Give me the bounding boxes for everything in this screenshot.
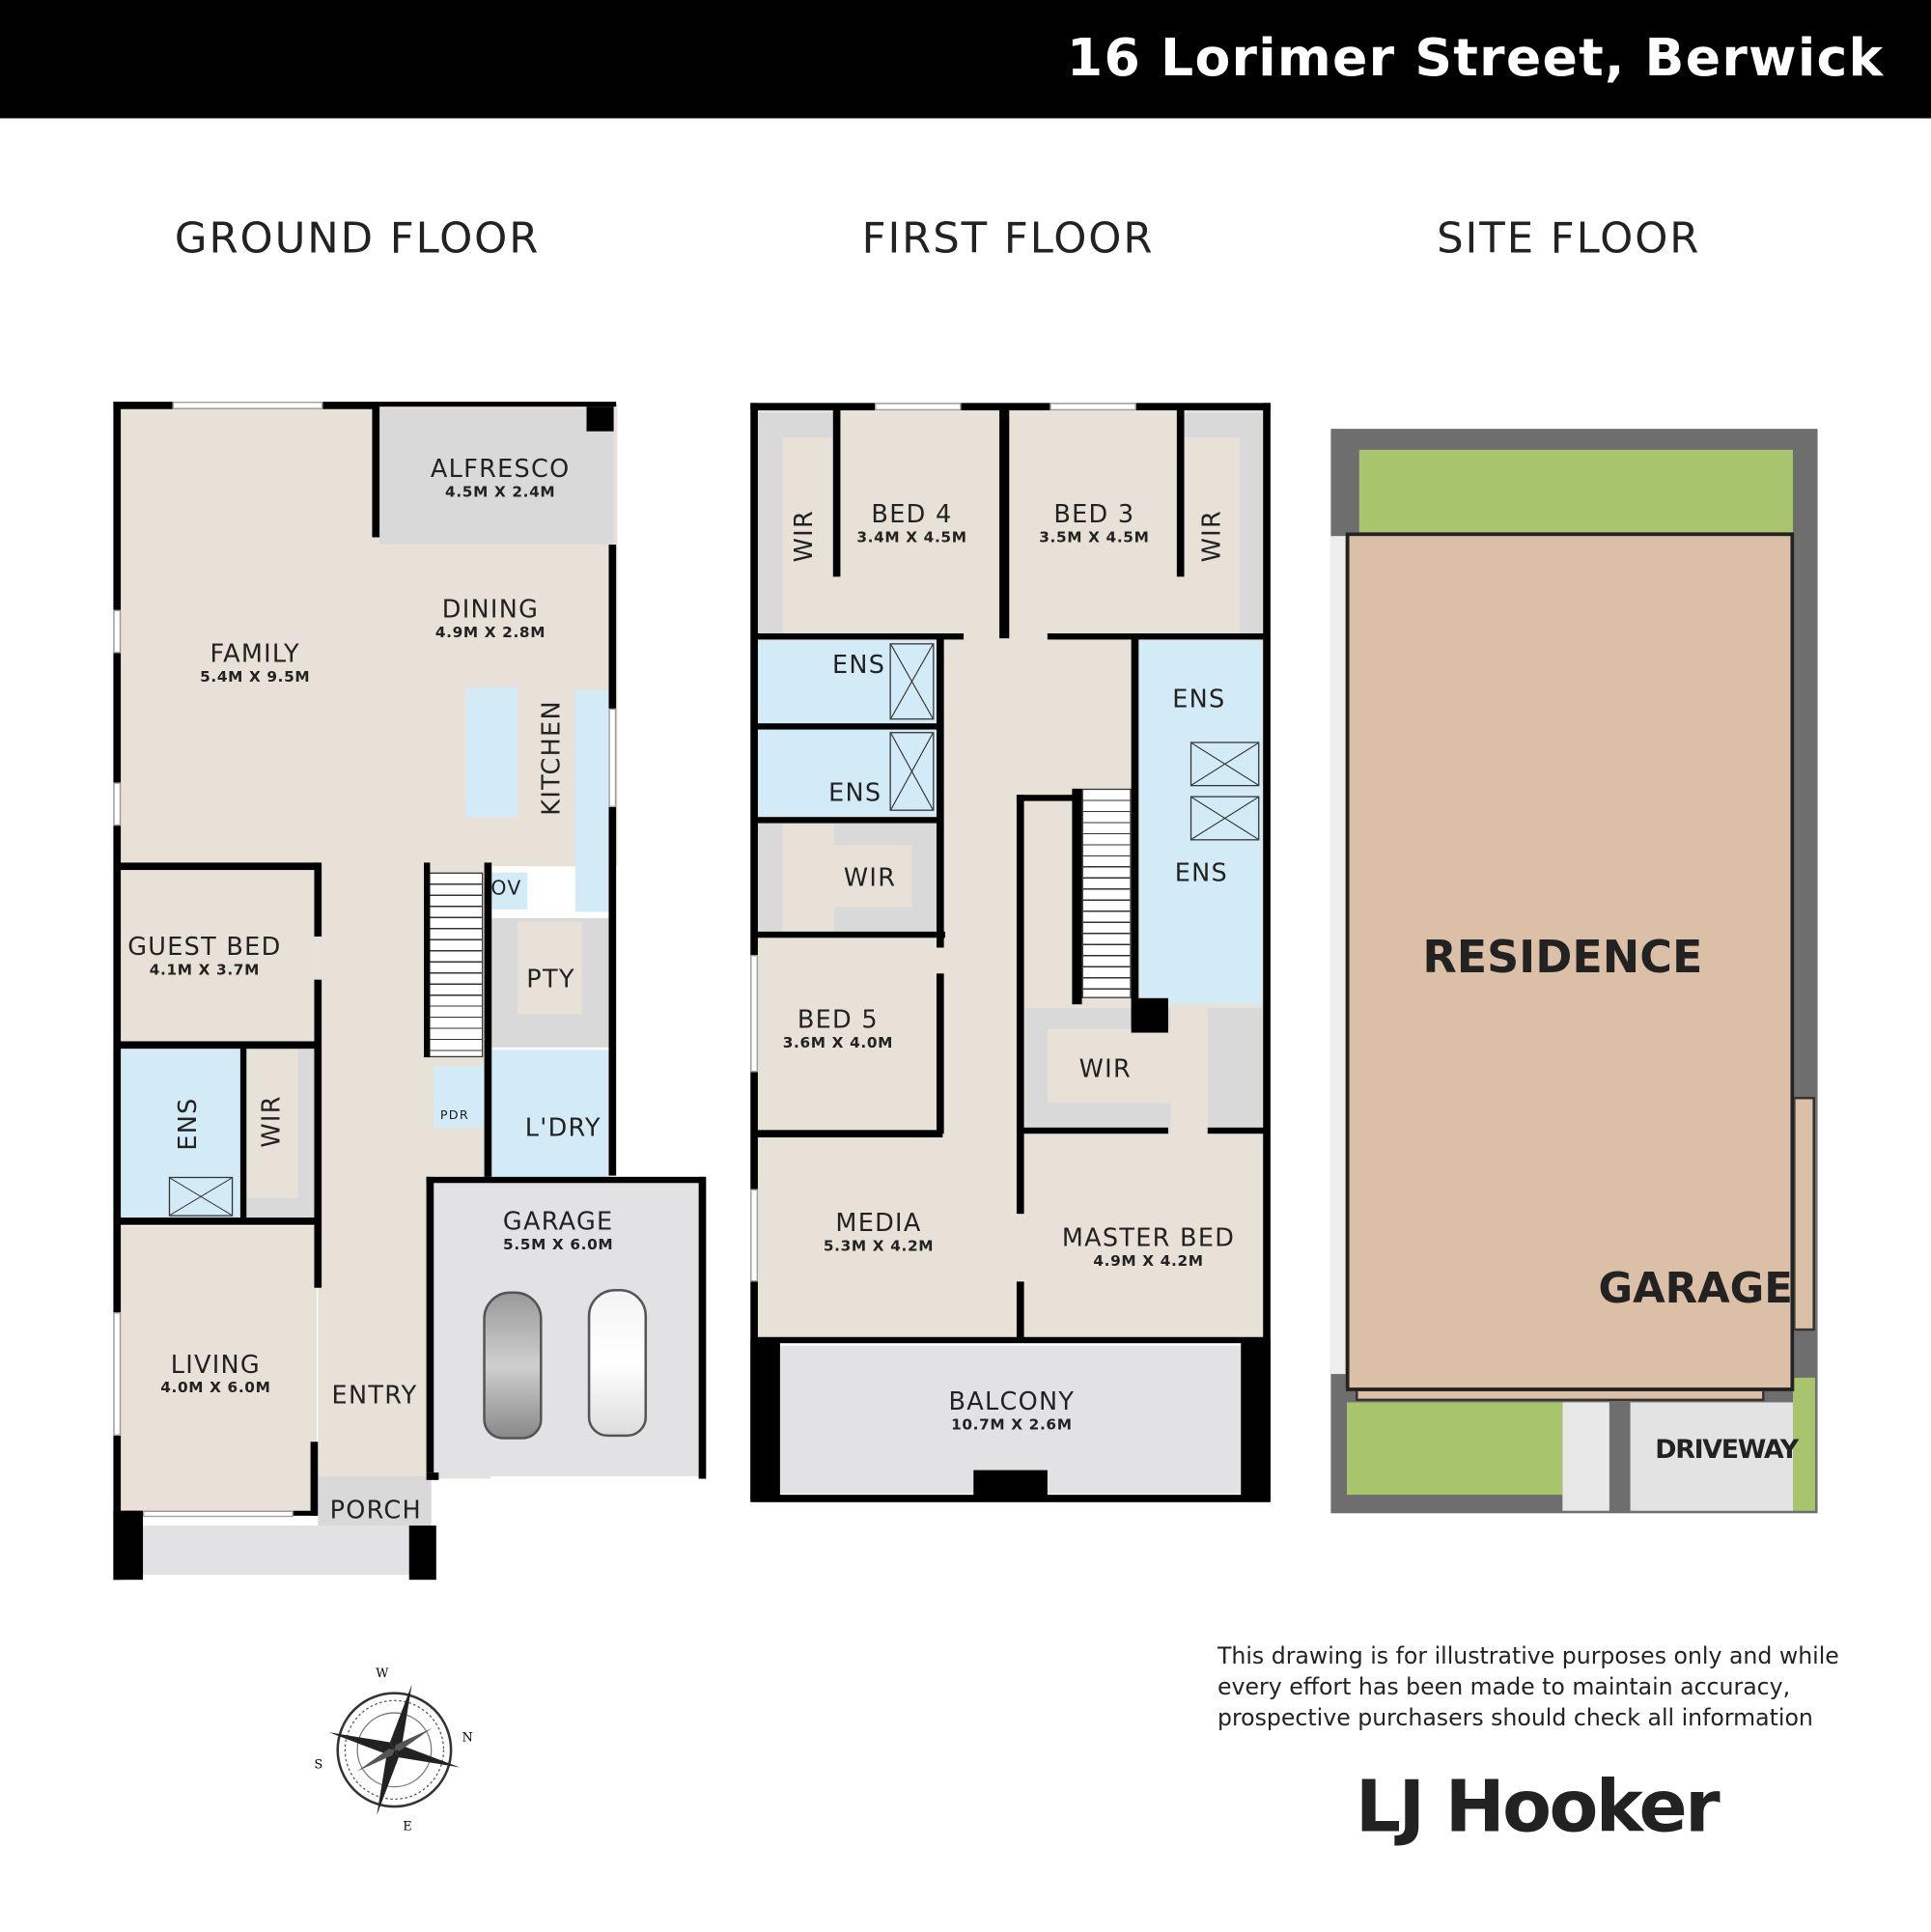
- property-address: 16 Lorimer Street, Berwick: [1066, 27, 1885, 88]
- porch-area: [141, 1526, 411, 1576]
- room-label-laundry: L'DRY: [524, 1112, 602, 1143]
- lawn: [1358, 449, 1794, 537]
- driveway: [1630, 1402, 1794, 1511]
- ground-floor-heading: GROUND FLOOR: [174, 214, 541, 265]
- room-label-entry: ENTRY: [331, 1380, 418, 1411]
- room-label-wir: WIR: [1196, 510, 1226, 563]
- laundry-room: [489, 1050, 610, 1177]
- room-label-porch: PORCH: [329, 1495, 422, 1525]
- room-label-wir: WIR: [843, 862, 897, 893]
- lj-hooker-logo: LJ Hooker: [1355, 1764, 1721, 1849]
- balcony-area: [778, 1345, 1242, 1494]
- room-label-ens: ENS: [1174, 857, 1229, 887]
- room-label-wir: WIR: [256, 1095, 287, 1148]
- room-label-pdr: PDR: [439, 1108, 470, 1123]
- room-label-kitchen: KITCHEN: [536, 700, 566, 816]
- garage-room: [431, 1180, 703, 1477]
- disclaimer-line: prospective purchasers should check all …: [1217, 1705, 1813, 1732]
- residence-footprint: [1345, 532, 1795, 1391]
- compass-n: N: [462, 1731, 473, 1746]
- room-label-wir: WIR: [788, 510, 819, 563]
- compass-w: W: [376, 1666, 389, 1681]
- car-icon: [587, 1289, 648, 1438]
- room-label-ens: ENS: [172, 1097, 203, 1151]
- staircase: [1081, 788, 1132, 998]
- compass-e: E: [403, 1820, 412, 1834]
- room-label-ens: ENS: [831, 649, 886, 680]
- room-label-ens: ENS: [828, 777, 882, 807]
- site-label-residence: RESIDENCE: [1422, 933, 1703, 984]
- disclaimer: This drawing is for illustrative purpose…: [1217, 1641, 1839, 1734]
- site-label-garage: GARAGE: [1598, 1264, 1793, 1314]
- site-floor-heading: SITE FLOOR: [1437, 214, 1701, 265]
- room-label-pty: PTY: [526, 964, 575, 994]
- guest-bed-room: [119, 868, 319, 1046]
- compass-rose-icon: W N S E: [314, 1666, 480, 1835]
- room-label-ov: OV: [490, 876, 522, 900]
- car-icon: [483, 1291, 543, 1440]
- header-bar: 16 Lorimer Street, Berwick: [0, 0, 1931, 119]
- room-label-wir: WIR: [1078, 1053, 1133, 1083]
- staircase: [429, 872, 484, 1058]
- lawn: [1346, 1402, 1563, 1496]
- compass-s: S: [314, 1758, 323, 1773]
- disclaimer-line: This drawing is for illustrative purpose…: [1217, 1643, 1839, 1670]
- first-floor-heading: FIRST FLOOR: [861, 214, 1155, 265]
- alfresco-area: [379, 408, 614, 546]
- living-room: [119, 1225, 318, 1516]
- kitchen-island: [465, 687, 518, 818]
- site-label-driveway: DRIVEWAY: [1655, 1434, 1799, 1465]
- disclaimer-line: every effort has been made to maintain a…: [1217, 1674, 1791, 1701]
- room-label-ens: ENS: [1172, 684, 1226, 714]
